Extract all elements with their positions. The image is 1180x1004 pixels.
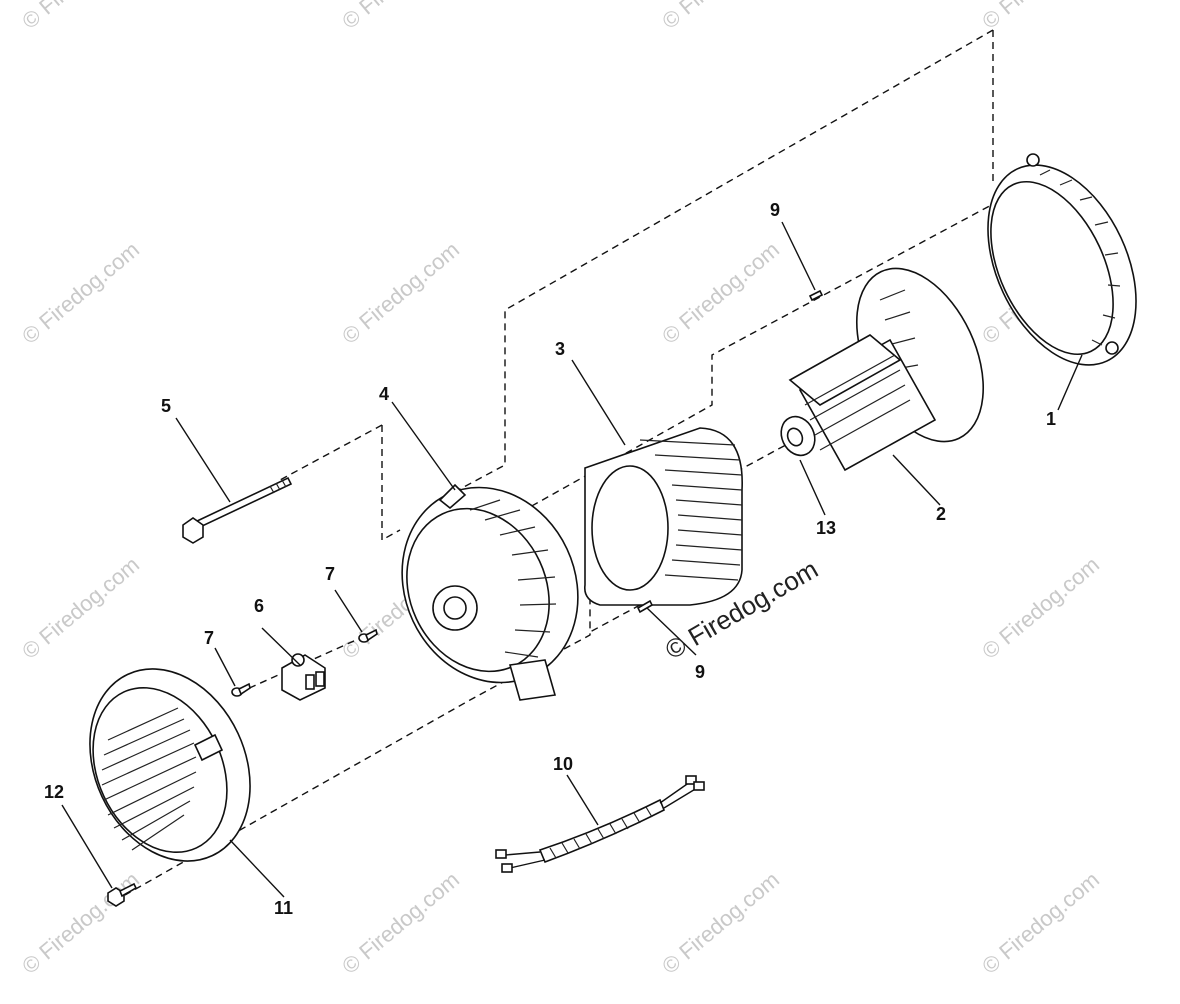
watermark: © Firedog.com <box>17 867 144 979</box>
part-3-stator <box>583 427 743 606</box>
callout-11: 11 <box>274 898 293 918</box>
part-6-brush-holder <box>281 653 326 701</box>
part-7-screw-a <box>358 628 378 643</box>
watermark: © Firedog.com <box>977 867 1104 979</box>
watermark: © Firedog.com <box>17 237 144 349</box>
part-2-rotor <box>780 267 985 472</box>
part-9-pin-a <box>808 289 824 302</box>
callout-7b: 7 <box>204 628 214 648</box>
callout-3: 3 <box>555 339 565 359</box>
callout-13: 13 <box>816 518 836 538</box>
watermark: © Firedog.com <box>657 867 784 979</box>
part-10-wire-harness <box>495 775 705 873</box>
callout-9b: 9 <box>695 662 705 682</box>
part-1-end-housing <box>987 153 1137 366</box>
part-11-end-cover <box>89 668 251 862</box>
part-12-cover-screw <box>107 882 138 907</box>
callout-2: 2 <box>936 504 946 524</box>
callouts: 1 2 3 4 5 6 7 7 9 9 10 11 12 13 <box>44 200 1056 918</box>
watermark: © Firedog.com <box>657 237 784 349</box>
part-5-through-bolt <box>182 476 293 544</box>
watermark: © Firedog.com <box>17 0 144 34</box>
watermark: © Firedog.com <box>17 552 144 664</box>
watermark: © Firedog.com <box>337 237 464 349</box>
watermark: © Firedog.com <box>977 552 1104 664</box>
callout-1: 1 <box>1046 409 1056 429</box>
part-7-screw-b <box>231 682 251 697</box>
callout-7a: 7 <box>325 564 335 584</box>
callout-4: 4 <box>379 384 389 404</box>
callout-5: 5 <box>161 396 171 416</box>
part-9-pin-b <box>636 599 654 614</box>
watermark: © Firedog.com <box>337 867 464 979</box>
watermark: © Firedog.com <box>657 0 784 34</box>
callout-12: 12 <box>44 782 64 802</box>
watermark: © Firedog.com <box>977 0 1104 34</box>
part-4-end-bracket <box>401 483 579 701</box>
callout-10: 10 <box>553 754 573 774</box>
leader-lines <box>61 221 1083 898</box>
callout-6: 6 <box>254 596 264 616</box>
watermark: © Firedog.com <box>337 0 464 34</box>
callout-9a: 9 <box>770 200 780 220</box>
